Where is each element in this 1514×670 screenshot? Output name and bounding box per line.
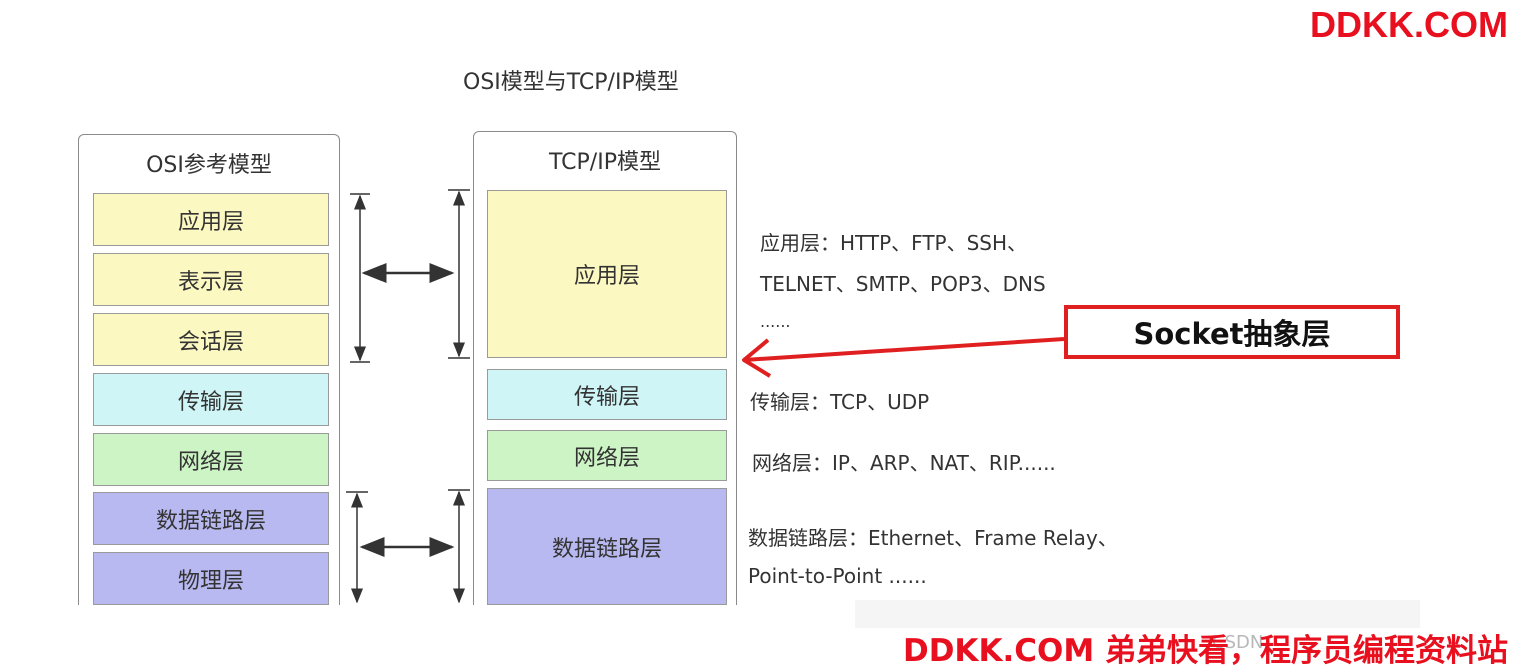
osi-panel-title: OSI参考模型 xyxy=(146,153,272,178)
osi-layer-application: 应用层 xyxy=(93,193,329,246)
osi-layer-transport: 传输层 xyxy=(93,373,329,426)
protocols-datalink-line2: Point-to-Point ...... xyxy=(748,564,927,588)
protocols-network: 网络层：IP、ARP、NAT、RIP...... xyxy=(752,451,1056,475)
osi-layer-datalink: 数据链路层 xyxy=(93,492,329,545)
protocols-application-line3: ...... xyxy=(760,312,791,331)
tcpip-panel-title: TCP/IP模型 xyxy=(549,150,661,175)
diagram-title: OSI模型与TCP/IP模型 xyxy=(463,70,679,95)
tcpip-layer-datalink: 数据链路层 xyxy=(487,488,727,605)
lower-left-bracket-icon xyxy=(346,491,368,604)
watermark-top: DDKK.COM xyxy=(1310,4,1508,45)
tcpip-layer-application: 应用层 xyxy=(487,190,727,358)
watermark-bottom: DDKK.COM 弟弟快看，程序员编程资料站 xyxy=(902,633,1508,669)
lower-right-bracket-icon xyxy=(448,489,470,604)
osi-panel: OSI参考模型 应用层 表示层 会话层 传输层 网络层 数据链路层 物理层 xyxy=(78,134,340,605)
osi-layer-session: 会话层 xyxy=(93,313,329,366)
protocols-application-line2: TELNET、SMTP、POP3、DNS xyxy=(760,272,1046,296)
socket-arrow-icon xyxy=(743,337,1065,362)
upper-left-bracket-icon xyxy=(350,193,370,363)
socket-arrowhead-icon xyxy=(742,338,772,378)
socket-abstraction-box: Socket抽象层 xyxy=(1064,305,1400,359)
upper-right-bracket-icon xyxy=(448,189,470,359)
osi-layer-network: 网络层 xyxy=(93,433,329,486)
protocols-application-line1: 应用层：HTTP、FTP、SSH、 xyxy=(760,231,1028,255)
protocols-datalink-line1: 数据链路层：Ethernet、Frame Relay、 xyxy=(748,526,1118,550)
tcpip-panel: TCP/IP模型 应用层 传输层 网络层 数据链路层 xyxy=(473,131,737,605)
tcpip-layer-network: 网络层 xyxy=(487,430,727,481)
blurred-strip xyxy=(855,600,1420,628)
osi-layer-presentation: 表示层 xyxy=(93,253,329,306)
tcpip-layer-transport: 传输层 xyxy=(487,369,727,420)
socket-label: Socket抽象层 xyxy=(1133,317,1331,351)
faint-watermark: CSDN xyxy=(1212,632,1264,653)
osi-layer-physical: 物理层 xyxy=(93,552,329,605)
protocols-transport: 传输层：TCP、UDP xyxy=(750,390,930,414)
